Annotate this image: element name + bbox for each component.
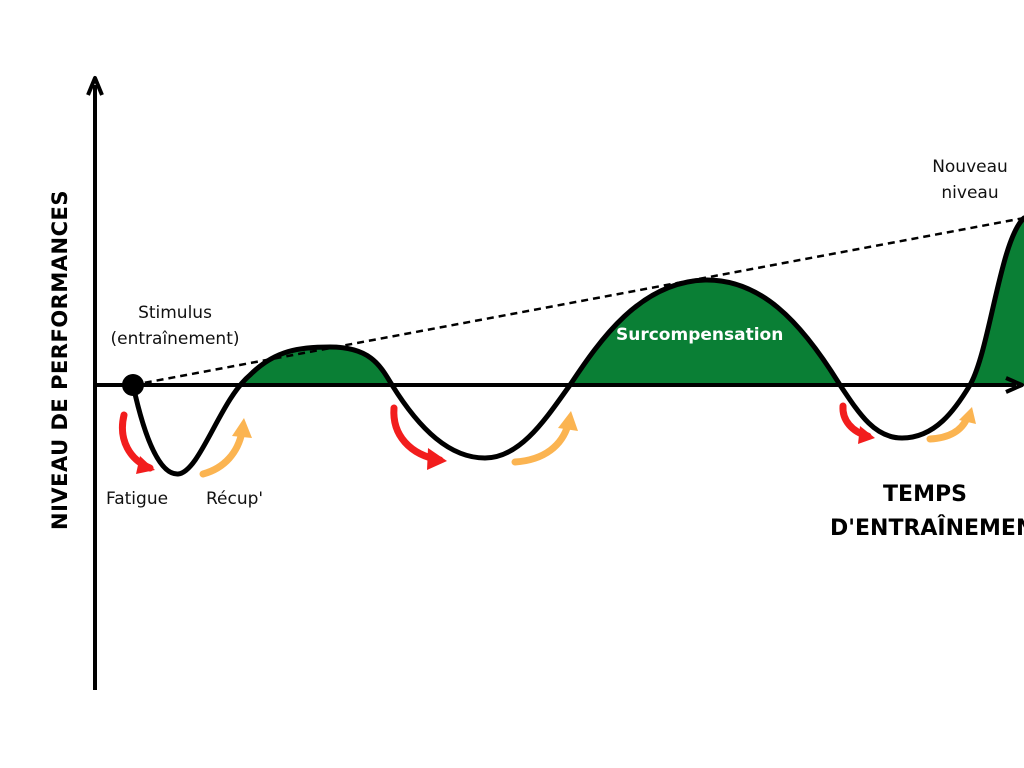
fatigue-arrow-head-icon	[427, 448, 447, 470]
fatigue-arrow-head-icon	[136, 456, 155, 474]
stimulus-label-line2: (entraînement)	[110, 329, 240, 349]
recovery-arrow-icon	[511, 421, 572, 466]
recovery-label: Récup'	[206, 489, 264, 509]
x-axis-label: TEMPS D'ENTRAÎNEMENT	[830, 478, 1024, 546]
stimulus-label-line1: Stimulus	[138, 303, 212, 323]
performance-curve	[130, 215, 1024, 477]
fatigue-label: Fatigue	[106, 489, 169, 509]
supercompensation-area	[133, 218, 1024, 385]
supercompensation-label: Surcompensation	[616, 325, 784, 345]
new-level-label-line1: Nouveau	[932, 157, 1008, 177]
y-axis-arrowhead	[86, 76, 104, 96]
recovery-arrow-head-icon	[558, 411, 578, 431]
stimulus-dot	[122, 374, 144, 396]
x-axis-label-line1: TEMPS	[883, 482, 967, 507]
recovery-arrow-icon	[199, 428, 246, 478]
x-axis-label-line2: D'ENTRAÎNEMENT	[830, 516, 1024, 541]
new-level-label: Nouveau niveau	[920, 154, 1020, 206]
recovery-arrow-head-icon	[959, 407, 976, 424]
recovery-arrows	[199, 407, 976, 478]
new-level-label-line2: niveau	[941, 183, 999, 203]
fatigue-arrow-head-icon	[858, 426, 875, 444]
y-axis-label: NIVEAU DE PERFORMANCES	[48, 190, 72, 530]
x-axis-arrowhead	[1005, 376, 1024, 394]
fatigue-arrows	[119, 402, 875, 474]
stimulus-label: Stimulus (entraînement)	[100, 300, 250, 352]
fatigue-arrow-icon	[119, 411, 154, 472]
recovery-arrow-head-icon	[232, 418, 252, 438]
